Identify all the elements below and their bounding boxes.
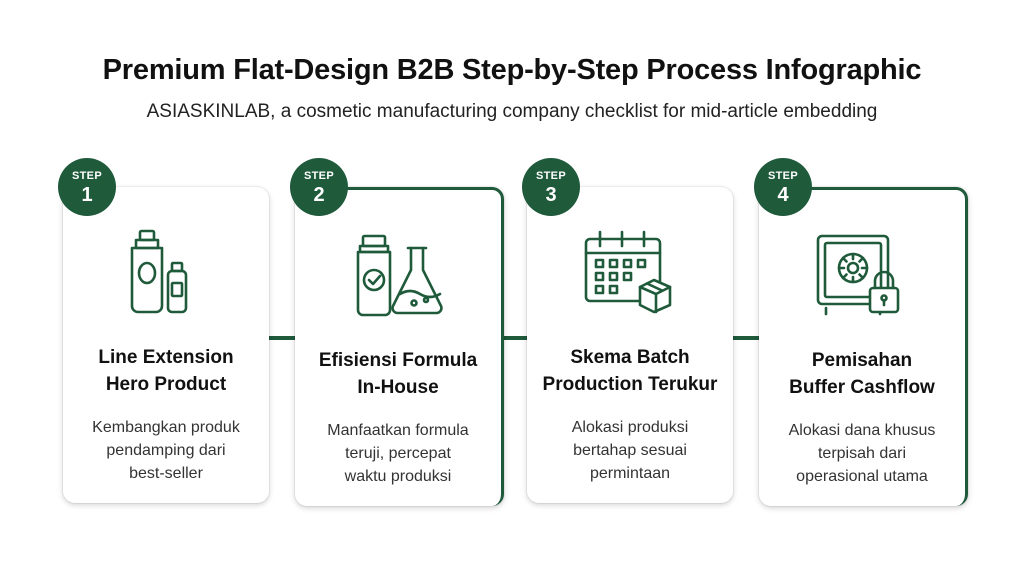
step-description: Kembangkan produk pendamping dari best-s… — [75, 416, 257, 485]
step-number: 3 — [545, 184, 557, 206]
step-desc-line: best-seller — [129, 465, 203, 482]
step-desc-line: Alokasi dana khusus — [788, 422, 936, 439]
step-desc-line: Kembangkan produk — [92, 419, 240, 436]
step-label: STEP — [768, 170, 798, 182]
step-badge-1: STEP 1 — [58, 158, 116, 216]
step-card-4: Pemisahan Buffer Cashflow Alokasi dana k… — [759, 187, 968, 506]
step-title-line: In-House — [357, 377, 439, 398]
step-desc-line: Alokasi produksi — [571, 419, 689, 436]
step-badge-4: STEP 4 — [754, 158, 812, 216]
cosmetic-bottles-icon — [130, 229, 188, 314]
lab-flask-icon — [356, 234, 443, 317]
step-description: Manfaatkan formula teruji, percepat wakt… — [307, 419, 489, 488]
step-title-line: Hero Product — [105, 374, 227, 395]
step-desc-line: waktu produksi — [344, 468, 452, 485]
safe-lock-icon — [816, 234, 900, 316]
step-title: Skema Batch Production Terukur — [527, 344, 733, 398]
step-card-1: Line Extension Hero Product Kembangkan p… — [63, 187, 269, 503]
step-desc-line: bertahap sesuai — [573, 442, 687, 459]
page-subtitle: ASIASKINLAB, a cosmetic manufacturing co… — [146, 101, 878, 122]
step-badge-2: STEP 2 — [290, 158, 348, 216]
step-number: 4 — [777, 184, 789, 206]
step-title-line: Efisiensi Formula — [318, 350, 478, 371]
step-desc-line: pendamping dari — [106, 442, 226, 459]
step-card-2: Efisiensi Formula In-House Manfaatkan fo… — [295, 187, 504, 506]
step-title-line: Skema Batch — [570, 347, 690, 368]
step-label: STEP — [536, 170, 566, 182]
step-desc-line: teruji, percepat — [345, 445, 451, 462]
step-title-line: Pemisahan — [811, 350, 913, 371]
step-title-line: Buffer Cashflow — [789, 377, 935, 398]
step-card-3: Skema Batch Production Terukur Alokasi p… — [527, 187, 733, 503]
step-label: STEP — [72, 170, 102, 182]
step-number: 2 — [313, 184, 325, 206]
step-desc-line: terpisah dari — [817, 445, 907, 462]
step-title-line: Line Extension — [98, 347, 234, 368]
calendar-box-icon — [584, 230, 672, 314]
step-desc-line: permintaan — [589, 465, 671, 482]
step-title: Pemisahan Buffer Cashflow — [759, 347, 965, 401]
step-number: 1 — [81, 184, 93, 206]
connector-line-1-2 — [268, 336, 298, 340]
connector-line-2-3 — [500, 336, 530, 340]
step-badge-3: STEP 3 — [522, 158, 580, 216]
step-description: Alokasi produksi bertahap sesuai permint… — [539, 416, 721, 485]
step-title: Efisiensi Formula In-House — [295, 347, 501, 401]
connector-line-3-4 — [732, 336, 762, 340]
step-desc-line: operasional utama — [796, 468, 928, 485]
step-description: Alokasi dana khusus terpisah dari operas… — [771, 419, 953, 488]
step-title-line: Production Terukur — [542, 374, 718, 395]
page-title: Premium Flat-Design B2B Step-by-Step Pro… — [102, 54, 922, 86]
step-label: STEP — [304, 170, 334, 182]
step-title: Line Extension Hero Product — [63, 344, 269, 398]
step-desc-line: Manfaatkan formula — [327, 422, 469, 439]
